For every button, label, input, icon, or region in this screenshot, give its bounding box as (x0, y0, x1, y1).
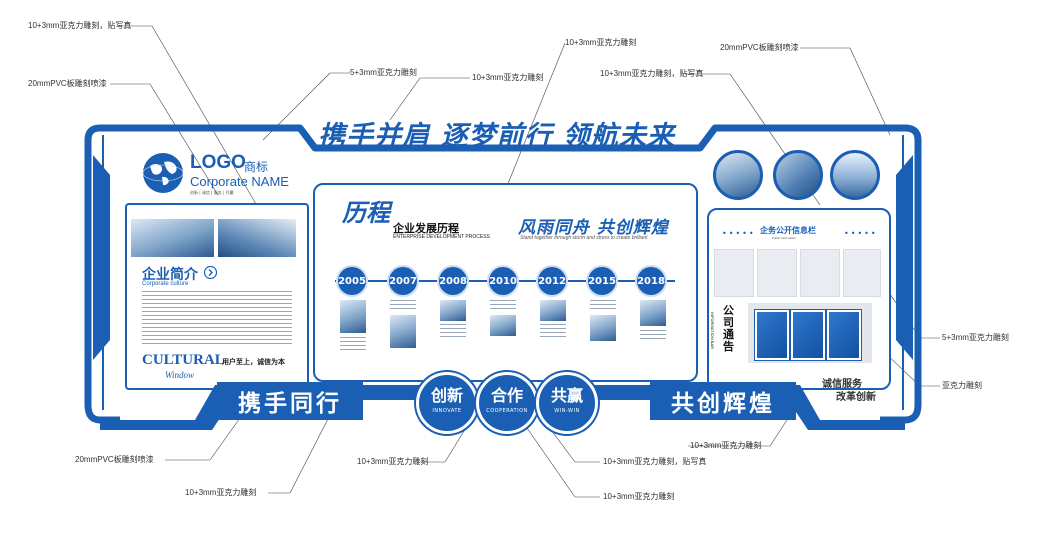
timeline-text (640, 330, 666, 342)
corporate-name: Corporate NAME (190, 174, 289, 189)
intro-photo-1 (131, 219, 214, 257)
timeline-photo (390, 315, 416, 348)
cultural-text: CULTURAL (142, 352, 225, 368)
window-text: Window (165, 370, 195, 380)
timeline-text (590, 300, 616, 312)
history-motto-en: Stand together through storm and stress … (520, 235, 648, 241)
timeline-text (540, 324, 566, 338)
annotation-label: 10+3mm亚克力雕刻，贴写真 (600, 69, 704, 78)
timeline-text (340, 337, 366, 351)
annotation-label: 5+3mm亚克力雕刻 (942, 333, 1009, 342)
annotation-label: 10+3mm亚克力雕刻，贴写真 (28, 21, 132, 30)
circle-photo-3 (830, 150, 880, 200)
arrow-circle-icon (204, 266, 217, 279)
timeline-photo (540, 300, 566, 321)
year-2008: 2008 (437, 265, 469, 297)
timeline-photo (640, 300, 666, 326)
notice-card (791, 310, 825, 360)
board-slogan: 携手并肩 逐梦前行 领航未来 (318, 121, 675, 152)
timeline-text (440, 324, 466, 338)
circle-innovate: 创新 INNOVATE (416, 372, 478, 434)
notice-label: 公司通告 (723, 304, 734, 353)
circle-photo-2 (773, 150, 823, 200)
annotation-label: 10+3mm亚克力雕刻 (185, 488, 257, 497)
timeline-photo (340, 300, 366, 333)
info-blank-card (800, 249, 840, 297)
intro-title: 企业简介 (142, 267, 198, 283)
annotation-label: 10+3mm亚克力雕刻 (603, 492, 675, 501)
annotation-label: 10+3mm亚克力雕刻 (472, 73, 544, 82)
circle-innovate-label: 创新 (430, 386, 463, 405)
year-2007: 2007 (387, 265, 419, 297)
logo-subline: 创新 | 诚信 | 服务 | 共赢 (190, 190, 234, 195)
globe-logo-icon (142, 153, 184, 193)
timeline-photo (590, 315, 616, 341)
year-2018: 2018 (635, 265, 667, 297)
circle-winwin-label: 共赢 (550, 386, 583, 405)
history-title-cn: 企业发展历程 (393, 222, 459, 235)
annotation-label: 10+3mm亚克力雕刻 (357, 457, 429, 466)
history-brand-calligraphy: 历程 (342, 199, 390, 227)
notice-card (827, 310, 861, 360)
intro-subtitle: Corporate culture (142, 281, 189, 287)
right-side-slogan-1: 诚信服务 (822, 379, 862, 390)
info-title-dots-right: ••••• (844, 229, 878, 238)
info-title-dots-left: ••••• (722, 229, 756, 238)
intro-body-text (142, 291, 292, 347)
circle-photo-1 (713, 150, 763, 200)
info-title: 企务公开信息栏 (760, 226, 816, 235)
intro-photo-2 (218, 219, 296, 257)
annotation-label: 10+3mm亚克力雕刻 (690, 441, 762, 450)
intro-slogan: 用户至上，诚信为本 (222, 358, 285, 366)
logo-text: LOGO (190, 152, 246, 173)
info-blank-card (757, 249, 797, 297)
year-2012: 2012 (536, 265, 568, 297)
year-2005: 2005 (336, 265, 368, 297)
annotation-label: 5+3mm亚克力雕刻 (350, 68, 417, 77)
timeline-text (390, 300, 416, 312)
left-banner: 携手同行 (217, 382, 363, 420)
circle-innovate-en: INNOVATE (432, 408, 462, 414)
info-blank-card (843, 249, 881, 297)
annotation-label: 20mmPVC板雕刻喷漆 (28, 79, 107, 88)
right-side-slogan-2: 改革创新 (836, 392, 876, 403)
annotation-label: 10+3mm亚克力雕刻 (565, 38, 637, 47)
annotation-label: 20mmPVC板雕刻喷漆 (75, 455, 154, 464)
notice-card (755, 310, 789, 360)
logo-trademark: 商标 (244, 160, 269, 174)
timeline-photo (440, 300, 466, 321)
info-blank-card (714, 249, 754, 297)
timeline-photo (490, 315, 516, 336)
right-banner: 共创辉煌 (650, 382, 796, 420)
history-title-en: ENTERPRISE DEVELOPMENT PROCESS (393, 234, 490, 240)
year-2015: 2015 (586, 265, 618, 297)
history-motto: 风雨同舟 共创辉煌 (518, 218, 669, 238)
circle-winwin: 共赢 WIN-WIN (536, 372, 598, 434)
circle-cooperation-en: COOPERATION (486, 408, 528, 414)
circle-winwin-en: WIN-WIN (554, 408, 580, 414)
timeline-text (490, 300, 516, 312)
annotation-label: 20mmPVC板雕刻喷漆 (720, 43, 799, 52)
info-subtitle: Public Information (772, 236, 797, 240)
annotation-label: 亚克力雕刻 (942, 381, 982, 390)
circle-cooperation-label: 合作 (490, 386, 523, 405)
annotation-label: 10+3mm亚克力雕刻，贴写真 (603, 457, 707, 466)
circle-cooperation: 合作 COOPERATION (476, 372, 538, 434)
year-2010: 2010 (487, 265, 519, 297)
